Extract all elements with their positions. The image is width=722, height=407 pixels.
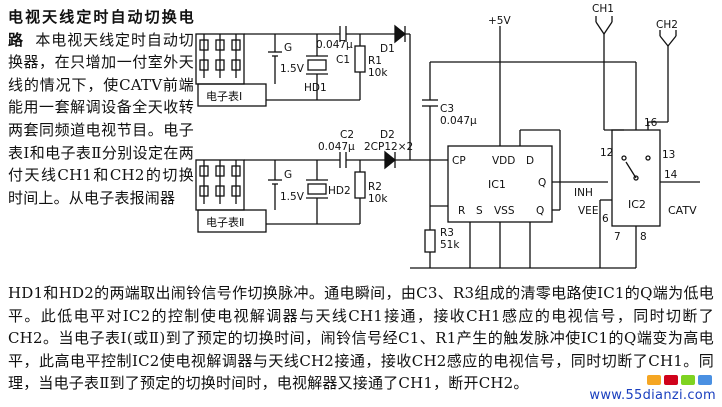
ic1-q-pin: Q [538, 177, 546, 189]
d1-label: D1 [380, 43, 395, 55]
watch1-buttons [199, 34, 241, 78]
c3-value: 0.047μ [440, 115, 477, 127]
watch2-buttons [199, 160, 241, 204]
c3-label: C3 [440, 103, 454, 115]
r1-resistor [354, 45, 366, 73]
watch1-label: 电子表Ⅰ [206, 89, 242, 103]
ic2-label: IC2 [628, 198, 646, 211]
vplus-label: +5V [488, 15, 511, 27]
article-body: HD1和HD2的两端取出闹铃信号作切换脉冲。通电瞬间，由C3、R3组成的清零电路… [8, 284, 714, 393]
g2-voltage: 1.5V [280, 191, 305, 203]
diode-part-number: 2CP12×2 [364, 141, 413, 153]
r1-label: R1 [368, 55, 382, 67]
r2-label: R2 [368, 181, 382, 193]
c1-label: C1 [336, 54, 350, 66]
ic1-r-pin: R [458, 205, 465, 217]
watch2-label: 电子表Ⅱ [206, 215, 244, 229]
c2-value: 0.047μ [318, 141, 355, 153]
ic2-inh-pin: INH [574, 187, 593, 199]
ic2-pin-14: 14 [664, 169, 678, 181]
hd1-label: HD1 [304, 82, 327, 94]
r3-label: R3 [440, 227, 454, 239]
article-intro: 电视天线定时自动切换电路 本电视天线定时自动切换器，在只增加一付室外天线的情况下… [8, 6, 194, 209]
r3-value: 51k [440, 239, 460, 251]
g1-voltage: 1.5V [280, 63, 305, 75]
article-intro-text: 本电视天线定时自动切换器，在只增加一付室外天线的情况下，使CATV前端能用一套解… [8, 30, 194, 207]
watch2-box [197, 209, 267, 233]
c1-value: 0.047μ [316, 39, 353, 51]
ic1-vdd-pin: VDD [492, 155, 515, 167]
ic1-s-pin: S [476, 205, 483, 217]
ic2-pin-6: 6 [602, 213, 609, 225]
ic2-vee-pin: VEE [578, 205, 598, 217]
hd2-buzzer [307, 183, 327, 195]
ic1-d-pin: D [526, 155, 534, 167]
ch1-label: CH1 [592, 3, 614, 15]
r2-resistor [354, 171, 366, 199]
ic2-pin-8: 8 [640, 231, 647, 243]
r3-resistor [424, 229, 436, 253]
ic2-pin-16: 16 [644, 117, 658, 129]
ic2-pin-7: 7 [614, 231, 621, 243]
ic1-vss-pin: VSS [494, 205, 515, 217]
watermark: www.55dianzi.com [589, 388, 716, 403]
g1-label: G [284, 42, 292, 54]
r2-value: 10k [368, 193, 388, 205]
ic1-label: IC1 [488, 178, 506, 191]
ch2-label: CH2 [656, 19, 678, 31]
r1-value: 10k [368, 67, 388, 79]
d2-label: D2 [380, 129, 395, 141]
g2-label: G [284, 169, 292, 181]
ic2-pin-12: 12 [600, 147, 613, 159]
ic2-pin-13: 13 [662, 149, 675, 161]
ic1-cp-pin: CP [452, 155, 466, 167]
hd1-buzzer [307, 59, 327, 71]
catv-label: CATV [668, 204, 697, 217]
hd2-label: HD2 [328, 185, 351, 197]
ic1-qbar-pin: Q [536, 205, 544, 217]
c2-label: C2 [340, 129, 354, 141]
watch1-box [197, 83, 267, 107]
watermark-logo [647, 375, 712, 385]
article-title: 电视天线定时自动切换电路 [8, 8, 194, 49]
